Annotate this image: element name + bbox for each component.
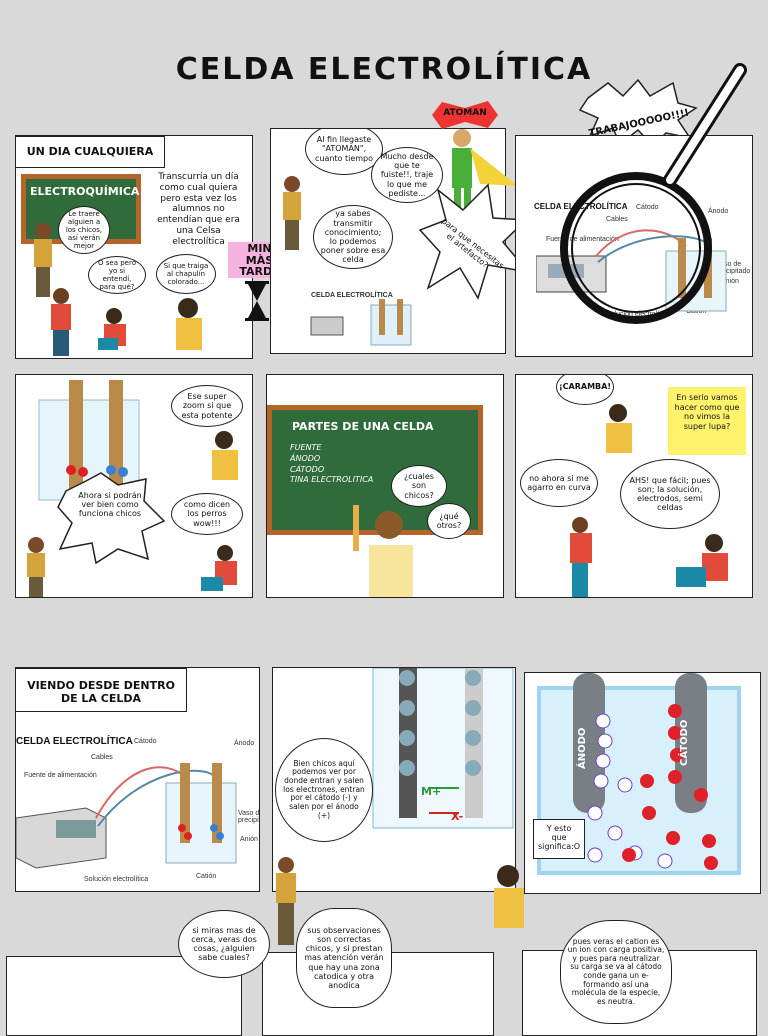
speech-bubble: Le traeré alguien a los chicos, así verá…	[58, 206, 110, 254]
student-figure	[51, 288, 71, 356]
mini-cell-diagram	[310, 299, 412, 346]
diagram-label: Anión	[721, 278, 739, 285]
thought-bubble: si miras mas de cerca, veras dos cosas, …	[178, 910, 270, 978]
teacher-figure	[27, 537, 45, 597]
panel-3: CELDA ELECTROLÍTICA Fuente de alimentaci…	[515, 135, 753, 357]
board-item: FUENTE	[290, 443, 322, 452]
board-item: TINA ELECTROLITICA	[290, 475, 374, 485]
magnifier-handle-icon	[663, 63, 747, 187]
diagram-label: Fuente de alimentación	[546, 236, 619, 243]
diagram-label: Cátodo	[636, 204, 659, 211]
anode-label: ÁNODO	[577, 727, 588, 769]
speech-bubble: pues veras el cation es un ion con carga…	[560, 920, 672, 1024]
student-figure	[201, 545, 237, 591]
diagram-label: Catión	[196, 873, 217, 880]
diagram-label: Solución electrolítica	[606, 311, 671, 318]
diagram-label: Cables	[91, 754, 113, 761]
board-item: CÁTODO	[290, 464, 325, 474]
panel-4: Ese super zoom si que esta potente Ahora…	[15, 374, 253, 598]
panel-1: ELECTROQUÍMICA Transcurría un día como c…	[15, 135, 253, 359]
speech-bubble: no ahora si me agarro en curva	[520, 459, 598, 507]
diagram-label: Vaso de precipitado	[238, 810, 260, 824]
cell-diagram	[16, 763, 237, 869]
speech-bubble: Ahora si podrán ver bien como funciona c…	[78, 491, 142, 518]
diagram-label: Cátodo	[134, 738, 157, 745]
speech-bubble: Al fin llegaste "ATOMAN", cuanto tiempo	[305, 129, 383, 175]
hero-tag: ATOMAN	[443, 108, 487, 118]
diagram-title: CELDA ELECTROLÍTICA	[16, 736, 133, 747]
panel-caption: VIENDO DESDE DENTRO DE LA CELDA	[15, 668, 187, 712]
student-figure	[353, 505, 413, 597]
diagram-label: Anión	[240, 836, 258, 843]
panel-caption: UN DIA CUALQUIERA	[15, 136, 165, 168]
speech-bubble: AHS! que fácil; pues son; la solución, e…	[620, 459, 720, 529]
hourglass-icon	[245, 281, 269, 321]
student-figure	[176, 298, 202, 350]
ion-closeup-diagram	[537, 673, 741, 875]
speech-bubble: Mucho desde que te fuiste!!, traje lo qu…	[371, 147, 443, 203]
speech-bubble: sus observaciones son correctas chicos, …	[296, 908, 392, 1008]
thought-bubble: ¿qué otros?	[427, 503, 471, 539]
panel-9: ÁNODO CÁTODO Y esto que significa:O	[524, 672, 761, 894]
burst-shape	[57, 472, 166, 565]
diagram-label: Vaso de precipitado	[716, 261, 751, 275]
speech-bubble: ¡CARAMBA!	[556, 375, 614, 405]
student-figure	[606, 404, 632, 453]
speech-bubble: como dicen los perros wow!!!	[171, 493, 243, 535]
diagram-label: Solución electrolítica	[84, 876, 149, 883]
time-tag: MIN MÀS TARDE	[239, 242, 280, 279]
diagram-label: Ánodo	[708, 208, 729, 215]
narration: Transcurría un día como cual quiera pero…	[157, 172, 240, 247]
student-figure	[676, 534, 728, 587]
board-item: ÁNODO	[290, 453, 321, 463]
sticky-note: En serio vamos hacer como que no vimos l…	[668, 387, 746, 455]
teacher-figure	[283, 176, 301, 250]
page-title: CELDA ELECTROLÍTICA	[175, 52, 593, 87]
speech-bubble: ya sabes transmitir conocimiento; lo pod…	[313, 205, 393, 269]
speech-bubble: O sea pero yo si entendí, para qué?	[88, 256, 146, 294]
thought-bubble: ¿cuales son chicos?	[391, 465, 447, 507]
speech-bubble: Bien chicos aquí podemos ver por donde e…	[275, 738, 373, 842]
burst-shape	[418, 183, 530, 300]
student-figure	[570, 517, 592, 597]
board-title: PARTES DE UNA CELDA	[292, 420, 434, 433]
speech-bubble: Y esto que significa:O	[533, 819, 585, 859]
teacher-figure	[276, 857, 296, 945]
diagram-label: Fuente de alimentación	[24, 772, 97, 779]
board-title: ELECTROQUÍMICA	[30, 185, 140, 198]
cathode-label: CÁTODO	[679, 719, 690, 767]
diagram-label: Ánodo	[234, 740, 255, 747]
ion-migration-diagram	[372, 668, 514, 829]
speech-bubble: Ese super zoom si que esta potente	[171, 385, 243, 427]
student-figure	[212, 431, 238, 480]
hero-tag-bg	[430, 100, 500, 130]
anion-label: X-	[451, 810, 464, 823]
student-figure	[494, 865, 524, 928]
cation-label: M+	[421, 785, 442, 798]
panel-8: M+ X- Bien chicos aquí podemos ver por d…	[272, 667, 516, 892]
cell-diagram	[536, 229, 727, 312]
panel-6: ¡CARAMBA! En serio vamos hacer como que …	[515, 374, 753, 598]
hero-figure	[452, 129, 518, 218]
diagram-label: Cables	[606, 216, 628, 223]
mini-diagram-title: CELDA ELECTROLÍTICA	[311, 292, 393, 299]
student-figure	[98, 308, 126, 350]
speech-bubble: Si que traiga al chapulín colorado...	[156, 254, 216, 294]
magnifier-icon	[560, 172, 712, 324]
teacher-figure	[34, 223, 52, 297]
panel-5: PARTES DE UNA CELDA FUENTE ÁNODO CÁTODO …	[266, 374, 504, 598]
